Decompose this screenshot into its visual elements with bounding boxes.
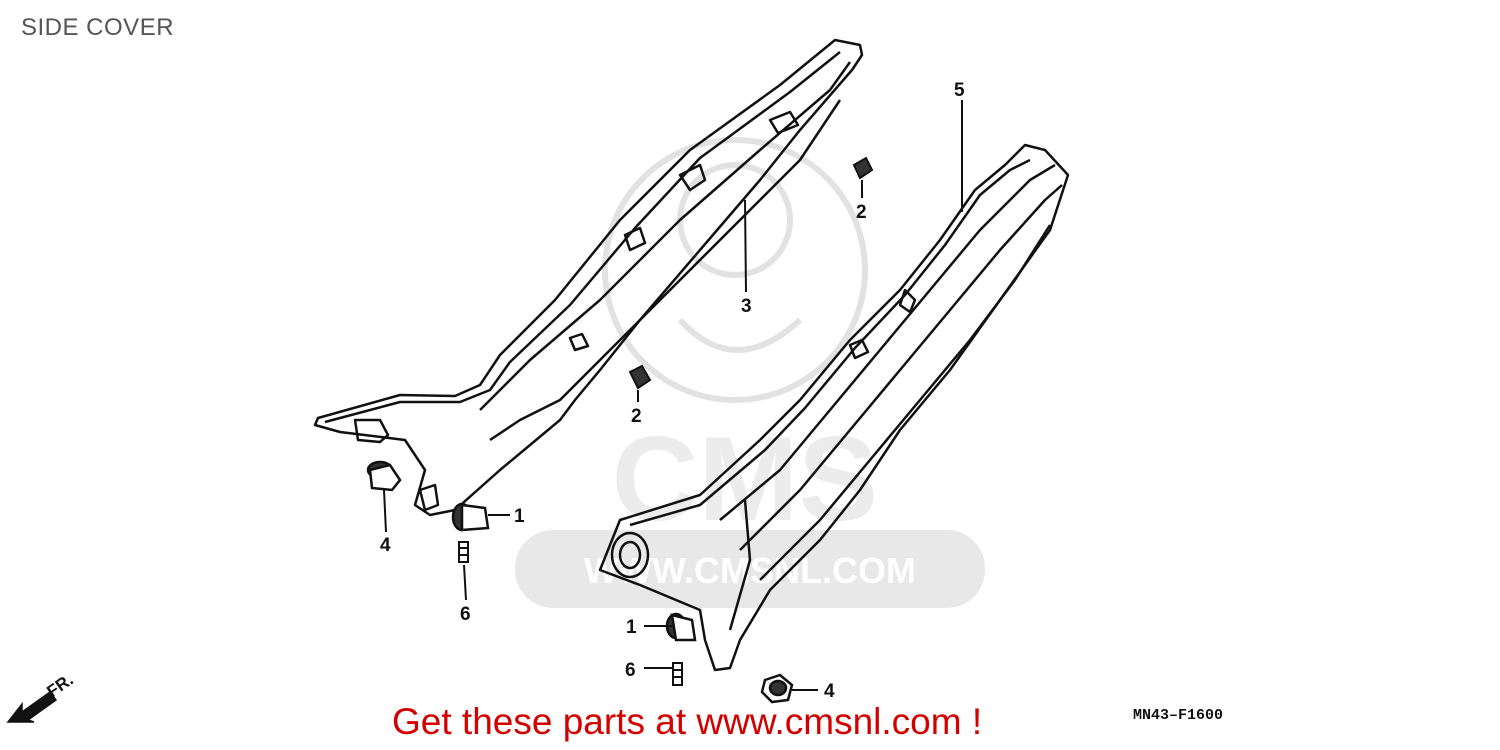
clip-6-left <box>458 541 469 563</box>
clip-6-right <box>672 662 683 686</box>
part-label-2-upper: 2 <box>856 202 867 223</box>
part-label-6-right: 6 <box>625 660 636 681</box>
part-label-5: 5 <box>954 80 965 101</box>
side-cover-right <box>598 143 1070 672</box>
promo-link[interactable]: Get these parts at www.cmsnl.com ! <box>392 701 983 742</box>
leader-lines <box>383 100 963 691</box>
side-cover-left <box>313 38 864 517</box>
cushion-4-right <box>760 673 794 704</box>
part-label-1-left: 1 <box>514 506 525 527</box>
part-label-1-right: 1 <box>626 617 637 638</box>
grommet-2-upper <box>852 156 874 180</box>
part-label-4-right: 4 <box>824 681 835 702</box>
watermark-helmet <box>677 162 793 278</box>
part-label-3: 3 <box>741 296 752 317</box>
watermark-banner <box>515 530 985 608</box>
part-label-2-lower: 2 <box>631 406 642 427</box>
watermark-face <box>677 317 803 353</box>
front-arrow-icon: FR. <box>6 670 77 723</box>
grommet-2-lower <box>628 364 652 390</box>
cushion-4-left <box>366 460 402 492</box>
part-label-6-left: 6 <box>460 604 471 625</box>
page-title: SIDE COVER <box>21 14 175 41</box>
watermark-mascot-head <box>602 137 868 403</box>
collar-1-left <box>451 502 490 532</box>
diagram-code: MN43–F1600 <box>1133 707 1224 724</box>
part-label-4-left: 4 <box>380 535 391 556</box>
watermark-logo: CMS <box>612 412 879 546</box>
